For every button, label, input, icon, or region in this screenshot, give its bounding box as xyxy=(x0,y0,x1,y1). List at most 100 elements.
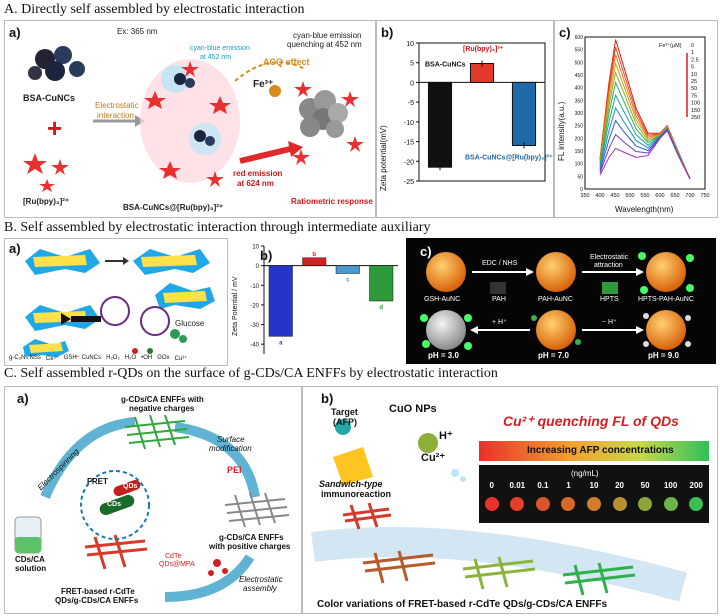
negative-label-1: g-CDs/CA ENFFs with xyxy=(121,395,204,404)
legend-entry: 25 xyxy=(691,79,697,85)
concentration-label: 0.01 xyxy=(509,481,526,490)
target-label-1: Target xyxy=(331,407,358,417)
bar-letter: a xyxy=(279,340,283,346)
legend-item: •OH xyxy=(141,355,153,361)
target-label-2: (AFP) xyxy=(333,417,357,427)
quench-label-1: cyan-blue emission xyxy=(293,31,362,40)
y-axis-label: Zeta potential(mV) xyxy=(379,125,388,191)
increasing-label: Increasing AFP concentrations xyxy=(527,445,674,456)
y-tick-label: 5 xyxy=(410,61,414,68)
legend-row: g-C₃N₄ NSs Ce³⁺ GSH CuNCs H₂O₂ H₂O •OH G… xyxy=(9,355,187,362)
legend-item: CuNCs xyxy=(81,355,102,361)
y-tick-label: -5 xyxy=(408,100,414,107)
fret-product-label-1: FRET-based r-CdTe xyxy=(61,587,135,596)
y-tick-label: 0 xyxy=(580,187,583,193)
legend-item: GSH xyxy=(63,355,77,361)
hpts-label: HPTS xyxy=(600,296,619,303)
schematic-drawing: + xyxy=(23,46,364,192)
concentration-label: 0.1 xyxy=(537,481,549,490)
legend-item: g-C₃N₄ NSs xyxy=(9,355,41,361)
y-tick-label: 500 xyxy=(575,60,584,66)
legend-entry: 250 xyxy=(691,115,700,121)
quench-label-2: quenching at 452 nm xyxy=(287,40,362,49)
series-line xyxy=(599,106,691,180)
assembly-label: assembly xyxy=(243,584,277,593)
plot-frame xyxy=(584,36,706,190)
concentration-label: 100 xyxy=(663,481,678,490)
y-axis-label: FL intensity(a.u.) xyxy=(557,101,566,161)
positive-label-1: g-CDs/CA ENFFs xyxy=(219,533,284,542)
y-tick-label: 350 xyxy=(575,98,584,104)
negative-label-2: negative charges xyxy=(129,404,195,413)
bar-letter: c xyxy=(346,277,350,283)
concentration-dot xyxy=(689,497,704,511)
x-axis-label: Wavelength(nm) xyxy=(615,205,674,214)
ru-label: [Ru(bpy)₃]²⁺ xyxy=(23,197,70,206)
series-line xyxy=(599,129,691,180)
cds-label: CDs xyxy=(107,501,122,508)
legend-item: Ce³⁺ xyxy=(45,356,59,362)
cds-solution-label-2: solution xyxy=(15,564,47,573)
bar xyxy=(302,257,327,266)
y-tick-label: 150 xyxy=(575,149,584,155)
bar-letter: b xyxy=(312,252,316,258)
cyan-emission-wavelength: at 452 nm xyxy=(200,54,232,61)
y-tick-label: 50 xyxy=(577,174,583,180)
y-tick-label: 600 xyxy=(575,35,584,41)
x-tick-label: 750 xyxy=(700,193,709,199)
acq-effect-label: ACQ effect xyxy=(263,57,310,67)
electrostatic-label: Electrostatic xyxy=(590,254,629,261)
panel-label: c) xyxy=(559,25,571,40)
panel-c-a-scheme: a) g-CDs/CA ENFFs with negative charges … xyxy=(4,386,302,614)
panel-a-a-schematic: a) + xyxy=(4,20,376,218)
ph-7-label: pH = 7.0 xyxy=(538,351,569,360)
y-tick-label: 100 xyxy=(575,162,584,168)
concentration-label: 20 xyxy=(615,481,624,490)
plot-frame xyxy=(418,42,546,182)
y-tick-label: 0 xyxy=(410,80,414,87)
y-tick-label: -10 xyxy=(250,284,259,290)
edc-nhs-label: EDC / NHS xyxy=(482,260,518,267)
y-tick-label: -30 xyxy=(250,323,259,329)
x-tick-label: 600 xyxy=(655,193,664,199)
red-emission-wavelength: at 624 nm xyxy=(237,179,274,188)
bar xyxy=(268,265,293,337)
y-tick-label: 300 xyxy=(575,111,584,117)
y-tick-label: 550 xyxy=(575,48,584,54)
ph-3-label: pH = 3.0 xyxy=(428,351,459,360)
concentration-dot xyxy=(638,497,653,511)
section-a-title: A. Directly self assembled by electrosta… xyxy=(4,2,305,17)
cds-solution-label-1: CDs/CA xyxy=(15,555,45,564)
x-tick-label: 650 xyxy=(670,193,679,199)
panel-b-a-schematic: a) ~ Glucose g-C₃N₄ NSs Ce³⁺ GSH CuNCs H… xyxy=(4,238,228,366)
panel-label: c) xyxy=(420,244,432,259)
series-line xyxy=(599,129,691,180)
concentration-dot xyxy=(484,497,499,511)
bar xyxy=(369,265,394,302)
pei-label: PEI xyxy=(227,465,242,475)
h-plus-label: + H⁺ xyxy=(492,319,507,326)
electrostatic-label: Electrostatic xyxy=(95,101,139,110)
sandwich-label-2: immunoreaction xyxy=(321,489,392,499)
concentration-dot xyxy=(612,497,627,511)
complex-label: BSA-CuNCs@[Ru(bpy)₃]²⁺ xyxy=(123,203,224,212)
fret-product-label-2: QDs/g-CDs/CA ENFFs xyxy=(55,596,139,605)
y-tick-label: -20 xyxy=(404,159,414,166)
attraction-label: attraction xyxy=(594,262,623,269)
ru-star-icons xyxy=(23,153,69,192)
panel-label: b) xyxy=(321,391,334,406)
x-tick-label: 700 xyxy=(685,193,694,199)
bar xyxy=(335,265,360,274)
surface-label-1: Surface xyxy=(217,435,245,444)
y-tick-label: 200 xyxy=(575,136,584,142)
quenched-cluster-icon xyxy=(299,90,348,138)
cyan-emission-label: cyan-blue emission xyxy=(190,45,250,52)
pah-aunc-label: PAH-AuNC xyxy=(538,296,573,303)
y-tick-label: -20 xyxy=(250,303,259,309)
legend-entry: 75 xyxy=(691,93,697,99)
panel-label: a) xyxy=(9,241,21,256)
electrostatic-label: Electrostatic xyxy=(239,575,283,584)
